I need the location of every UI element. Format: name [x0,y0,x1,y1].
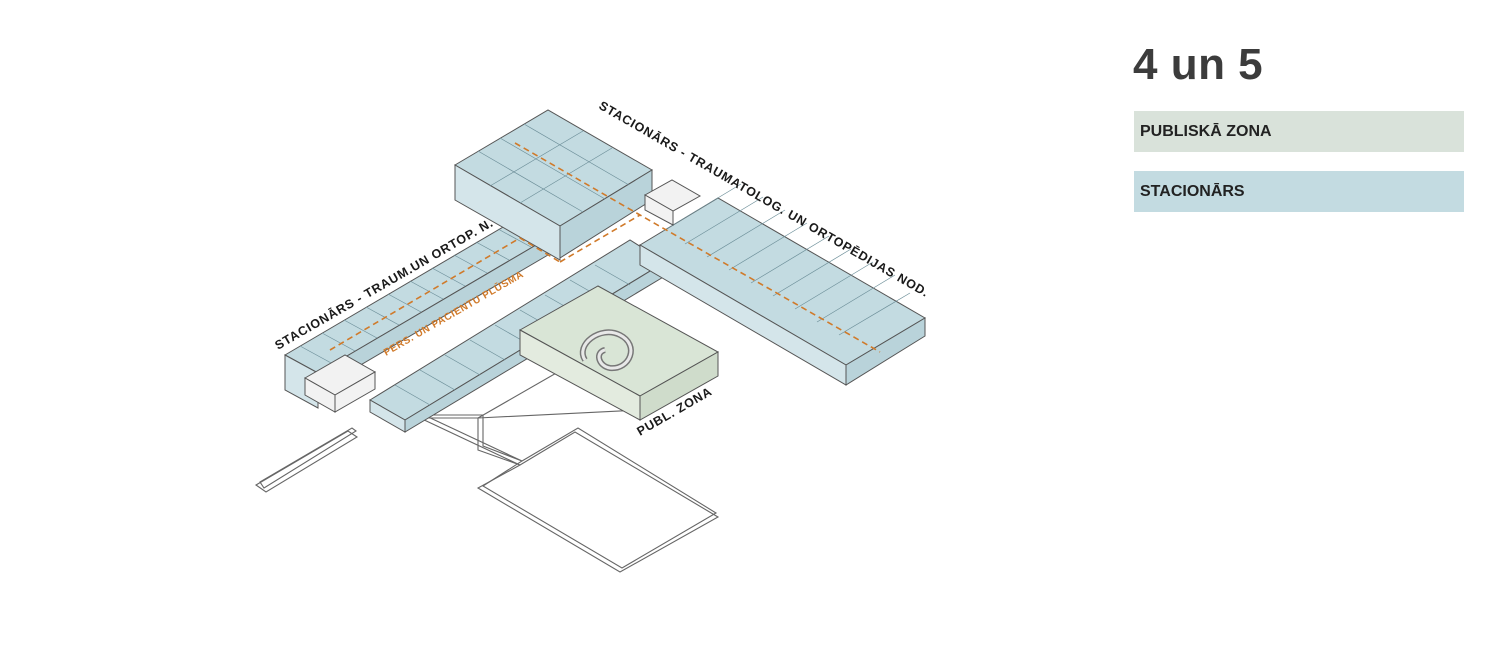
public-zone-block [518,285,720,421]
flow-path [329,142,881,353]
legend-public-zone: PUBLISKĀ ZONA [1134,111,1464,152]
ward-wing-left [283,219,550,409]
stair-core [303,179,702,413]
ward-wing-east [639,183,926,386]
floor-title: 4 un 5 [1133,40,1264,89]
legend-ward: STACIONĀRS [1134,171,1464,212]
ward-wing-north [454,109,653,261]
